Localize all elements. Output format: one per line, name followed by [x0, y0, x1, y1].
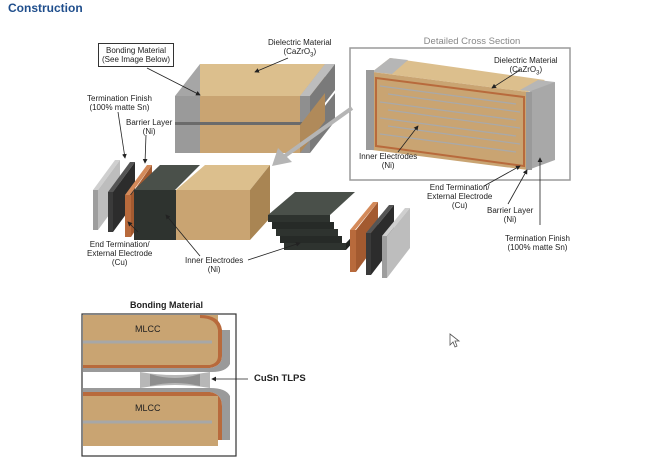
cross-section-panel [349, 47, 571, 181]
label-termination-finish-left: Termination Finish (100% matte Sn) [87, 94, 152, 112]
zoom-arrow [272, 106, 354, 166]
label-barrier-layer-xs: Barrier Layer (Ni) [487, 206, 534, 224]
exploded-view [93, 160, 410, 278]
bonding-material-title: Bonding Material [130, 300, 204, 310]
cusn-tlps-label: CuSn TLPS [254, 373, 306, 384]
label-end-termination-left: End Termination/ External Electrode (Cu) [87, 240, 153, 267]
label-end-termination-xs: End Termination/ External Electrode (Cu) [427, 183, 493, 210]
page-title: Construction [8, 1, 83, 15]
mlcc-top-label: MLCC [135, 324, 161, 334]
label-termination-finish-xs: Termination Finish (100% matte Sn) [505, 234, 570, 252]
mlcc-bottom-label: MLCC [135, 403, 161, 413]
label-inner-electrodes-center: Inner Electrodes (Ni) [185, 256, 244, 274]
mouse-cursor-icon [449, 333, 461, 348]
bonding-detail [81, 313, 248, 457]
cross-section-title: Detailed Cross Section [423, 36, 521, 47]
label-inner-electrodes-xs: Inner Electrodes (Ni) [359, 152, 418, 170]
label-dielectric-top: Dielectric Material (CaZrO3) [268, 38, 332, 59]
label-dielectric-xs: Dielectric Material (CaZrO3) [494, 56, 558, 77]
stacked-mlcc [175, 64, 335, 153]
label-barrier-layer-left: Barrier Layer (Ni) [126, 118, 173, 136]
label-bonding-material: Bonding Material (See Image Below) [98, 43, 175, 67]
